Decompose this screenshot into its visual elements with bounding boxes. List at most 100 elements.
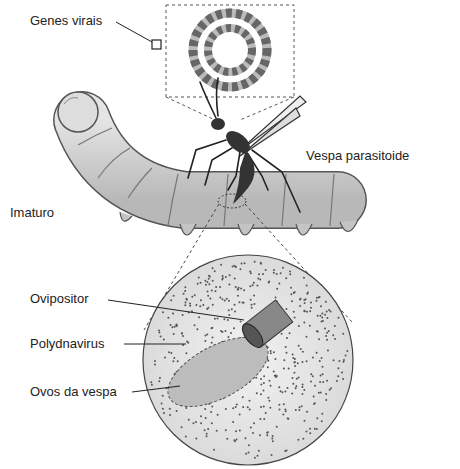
part-label: Polydnavirus (30, 336, 104, 352)
virus-particle (320, 375, 322, 377)
virus-particle (307, 292, 309, 294)
virus-particle (260, 393, 262, 395)
virus-particle (297, 362, 299, 364)
virus-particle (315, 300, 317, 302)
virus-particle (226, 298, 228, 300)
virus-particle (291, 377, 293, 379)
virus-particle (234, 304, 236, 306)
virus-particle (280, 272, 282, 274)
virus-particle (234, 277, 236, 279)
virus-particle (276, 288, 278, 290)
virus-particle (204, 280, 206, 282)
virus-particle (174, 326, 176, 328)
virus-particle (249, 270, 251, 272)
virus-particle (321, 357, 323, 359)
zoom-view (143, 204, 353, 465)
virus-particle (260, 378, 262, 380)
virus-particle (263, 418, 265, 420)
leader-lines (108, 22, 244, 392)
virus-particle (322, 381, 324, 383)
virus-particle (273, 269, 275, 271)
virus-particle (228, 309, 230, 311)
virus-particle (316, 428, 318, 430)
virus-particle (235, 430, 237, 432)
virus-particle (293, 311, 295, 313)
virus-particle (206, 433, 208, 435)
virus-particle (162, 395, 164, 397)
virus-particle (200, 422, 202, 424)
virus-particle (343, 359, 345, 361)
virus-particle (232, 407, 234, 409)
virus-particle (195, 304, 197, 306)
virus-particle (302, 351, 304, 353)
virus-particle (273, 351, 275, 353)
virus-particle (289, 273, 291, 275)
virus-particle (242, 406, 244, 408)
virus-particle (278, 283, 280, 285)
virus-particle (196, 328, 198, 330)
virus-particle (293, 292, 295, 294)
virus-particle (207, 428, 209, 430)
virus-particle (260, 263, 262, 265)
virus-particle (223, 318, 225, 320)
virus-particle (168, 351, 170, 353)
virus-particle (252, 432, 254, 434)
virus-particle (291, 392, 293, 394)
virus-particle (254, 457, 256, 459)
part-label: Genes virais (30, 13, 102, 29)
virus-particle (209, 297, 211, 299)
virus-particle (200, 415, 202, 417)
virus-particle (292, 354, 294, 356)
virus-particle (219, 296, 221, 298)
virus-particle (337, 367, 339, 369)
virus-particle (224, 330, 226, 332)
virus-particle (346, 350, 348, 352)
virus-particle (298, 345, 300, 347)
virus-particle (266, 432, 268, 434)
virus-particle (185, 407, 187, 409)
virus-particle (184, 290, 186, 292)
virus-particle (300, 348, 302, 350)
virus-particle (206, 281, 208, 283)
virus-particle (334, 338, 336, 340)
virus-particle (214, 318, 216, 320)
virus-particle (185, 298, 187, 300)
virus-particle (200, 299, 202, 301)
virus-particle (184, 304, 186, 306)
virus-particle (254, 261, 256, 263)
virus-particle (279, 408, 281, 410)
virus-particle (250, 426, 252, 428)
virus-particle (295, 385, 297, 387)
virus-particle (151, 384, 153, 386)
virus-particle (233, 265, 235, 267)
virus-particle (163, 412, 165, 414)
virus-particle (219, 286, 221, 288)
virus-particle (312, 375, 314, 377)
virus-particle (214, 270, 216, 272)
virus-particle (177, 360, 179, 362)
virus-particle (278, 386, 280, 388)
virus-particle (297, 439, 299, 441)
virus-particle (239, 429, 241, 431)
virus-particle (259, 418, 261, 420)
virus-particle (257, 277, 259, 279)
virus-particle (338, 360, 340, 362)
virus-particle (249, 409, 251, 411)
virus-particle (186, 341, 188, 343)
virus-particle (334, 325, 336, 327)
virus-particle (273, 370, 275, 372)
virus-particle (255, 377, 257, 379)
virus-particle (206, 308, 208, 310)
virus-particle (324, 314, 326, 316)
virus-particle (204, 334, 206, 336)
virus-particle (162, 311, 164, 313)
part-label: Imaturo (10, 205, 54, 221)
virus-particle (237, 295, 239, 297)
virus-particle (319, 360, 321, 362)
virus-particle (295, 387, 297, 389)
virus-particle (198, 276, 200, 278)
virus-particle (206, 435, 208, 437)
virus-particle (268, 380, 270, 382)
virus-particle (314, 428, 316, 430)
virus-particle (262, 273, 264, 275)
